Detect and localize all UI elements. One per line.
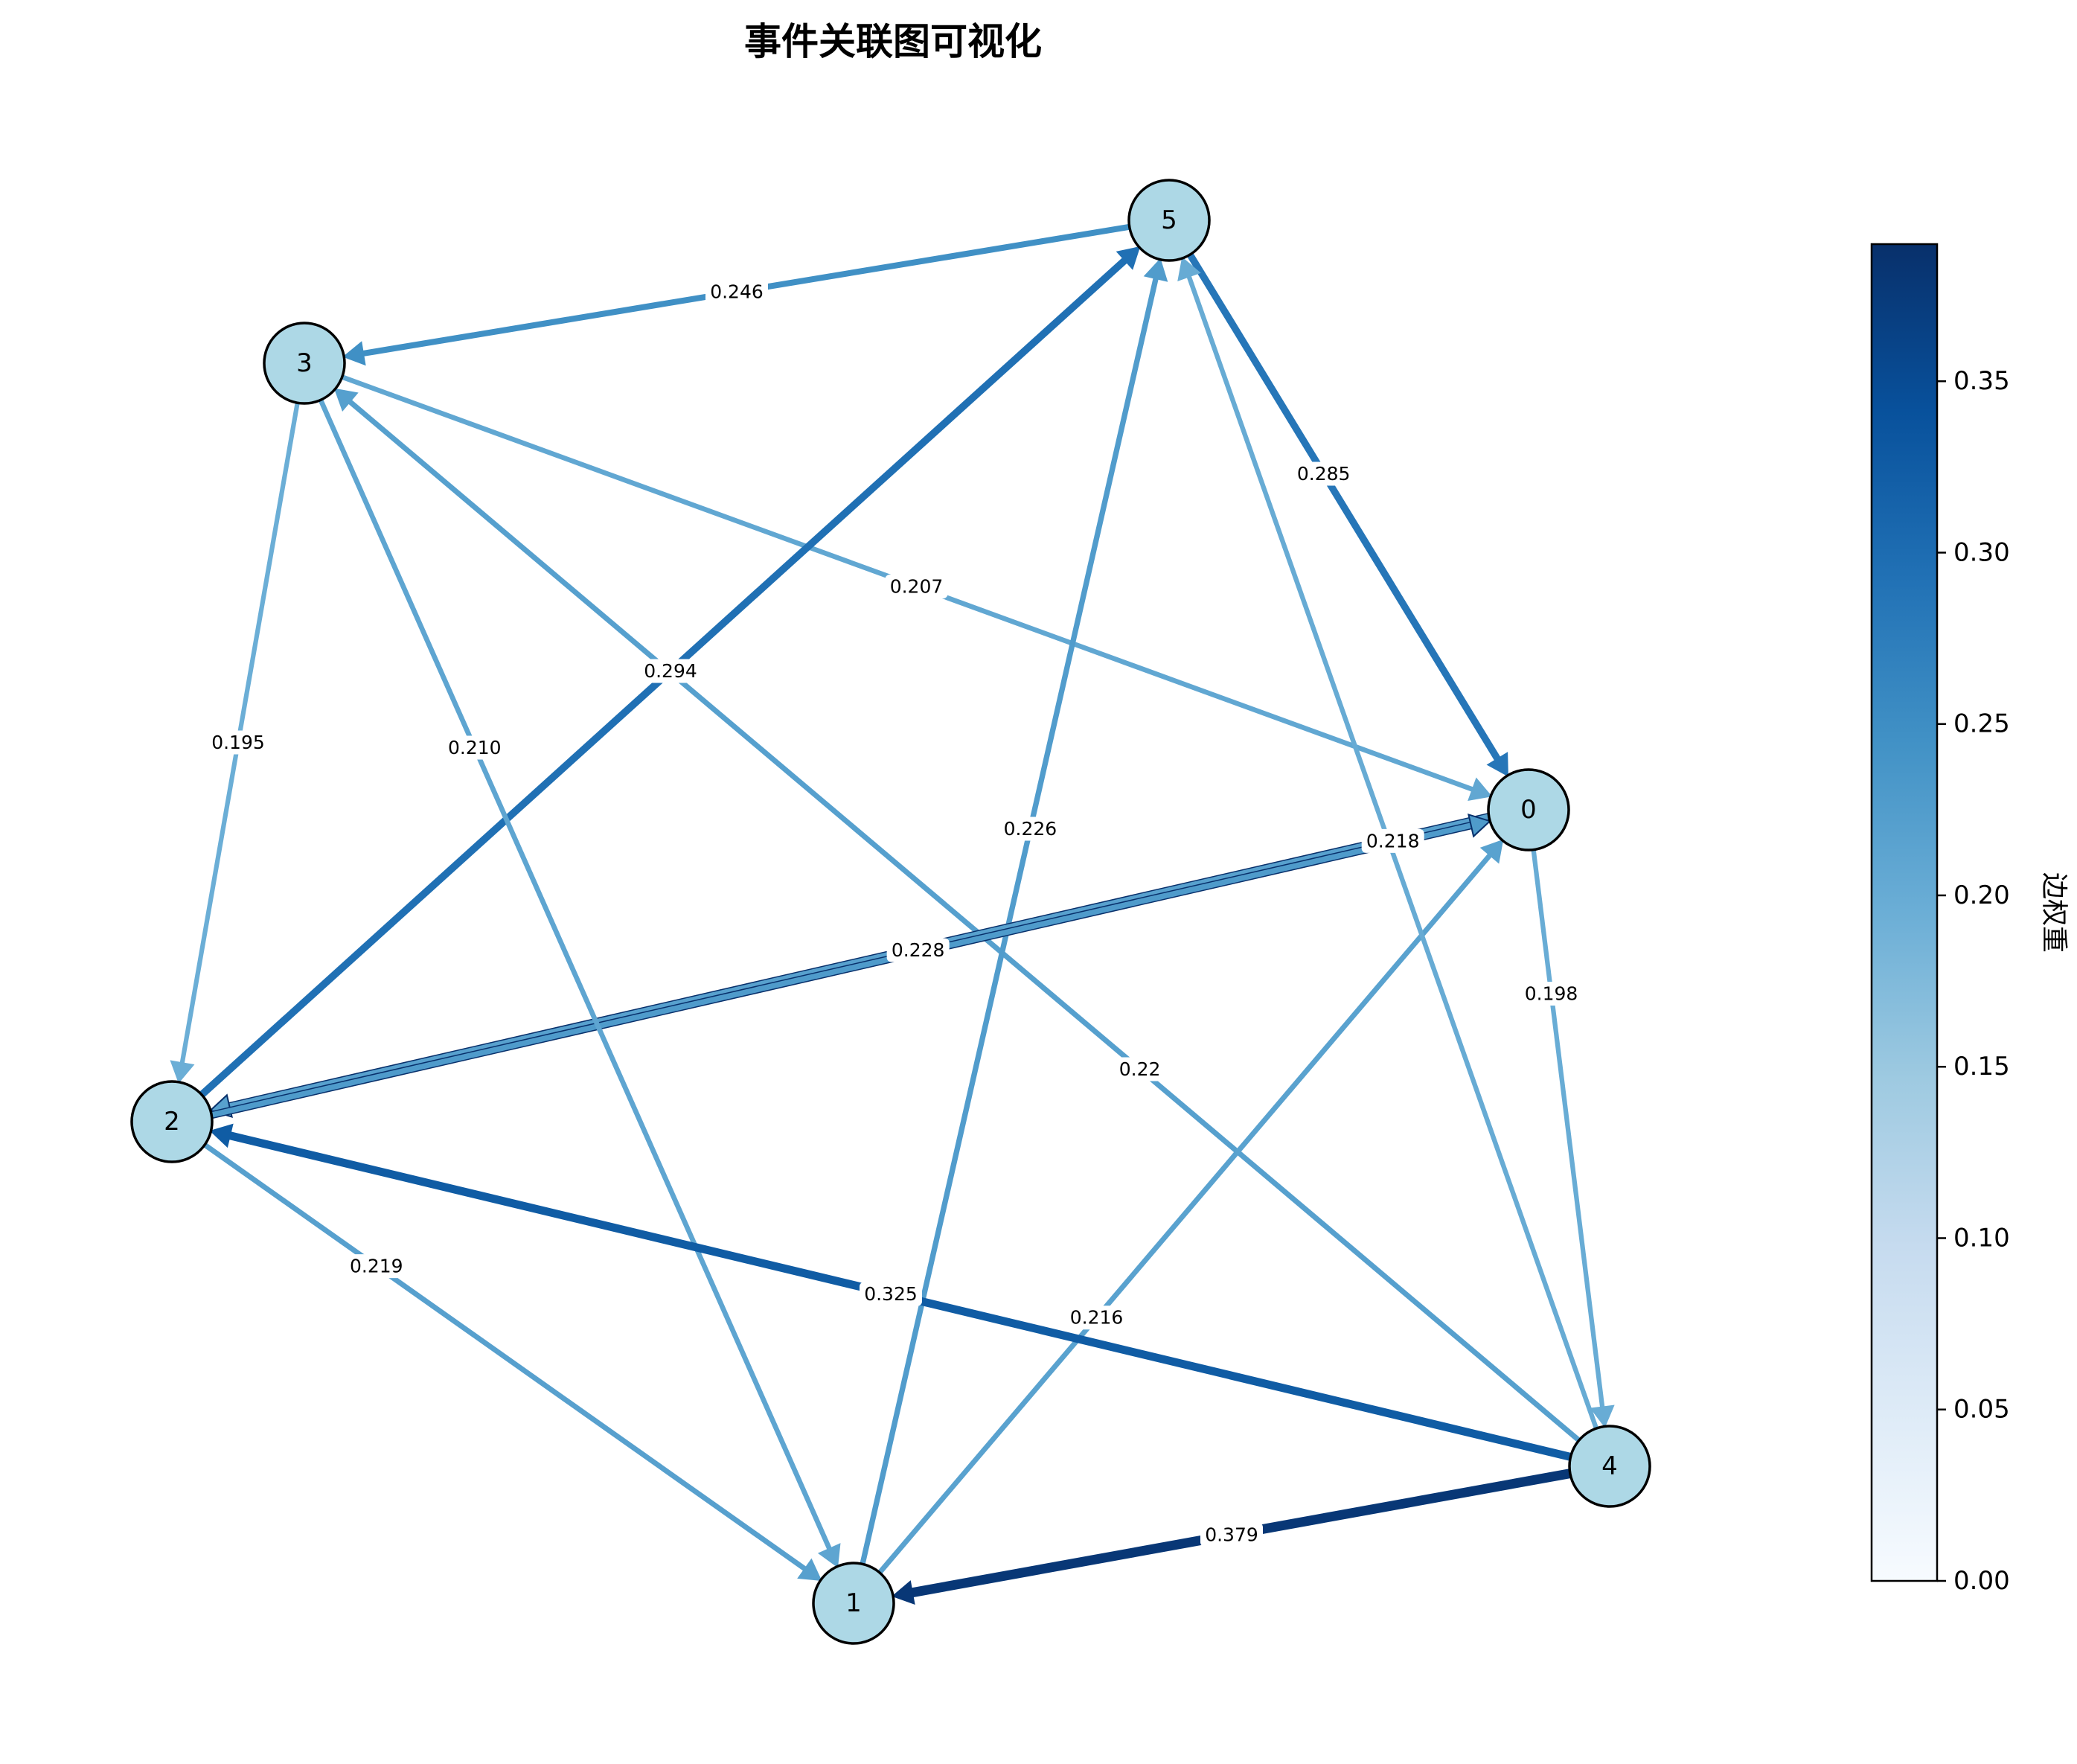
node-1: 1	[812, 1562, 895, 1645]
node-label: 4	[1601, 1451, 1618, 1481]
edge-label-0-4: 0.198	[1520, 981, 1583, 1006]
colorbar-label: 边权重	[2039, 872, 2070, 953]
node-label: 5	[1161, 205, 1177, 235]
edge-2-0	[211, 813, 1492, 1119]
edge-arrowhead	[1590, 1405, 1615, 1428]
edge-weight-label: 0.226	[1004, 818, 1057, 840]
edge-0-4	[1531, 849, 1615, 1428]
edge-label-4-1: 0.379	[1200, 1523, 1263, 1547]
edge-arrowhead	[333, 388, 359, 412]
node-circle	[1487, 768, 1570, 851]
edge-weight-label: 0.210	[448, 737, 502, 758]
edge-4-3	[333, 388, 1581, 1442]
colorbar-tick-label: 0.35	[1953, 366, 2010, 396]
colorbar-tick-label: 0.25	[1953, 709, 2010, 739]
edge-arrowhead	[1177, 257, 1201, 281]
colorbar-tick-label: 0.05	[1953, 1395, 2010, 1425]
node-3: 3	[263, 322, 346, 405]
edge-label-4-3: 0.22	[1113, 1057, 1166, 1081]
edge-weight-label: 0.207	[890, 576, 944, 598]
colorbar-tick-label: 0.20	[1953, 881, 2010, 910]
edge-label-1-0: 0.216	[1065, 1306, 1128, 1330]
edge-weight-label: 0.228	[892, 939, 945, 961]
edge-weight-label: 0.285	[1297, 463, 1351, 485]
colorbar-tick: 0.35	[1937, 366, 2010, 396]
colorbar-tick: 0.10	[1937, 1223, 2010, 1253]
edge-label-2-0: 0.228	[886, 938, 950, 962]
edge-weight-label: 0.325	[864, 1283, 918, 1305]
node-label: 3	[296, 348, 313, 378]
node-circle	[130, 1080, 214, 1163]
edges-layer	[170, 223, 1615, 1605]
edge-arrowhead	[1116, 246, 1141, 270]
edge-arrowhead	[1468, 777, 1493, 801]
edge-weight-label: 0.198	[1525, 982, 1578, 1004]
nodes-layer: 0 1 2 3 4 5	[130, 179, 1651, 1645]
node-circle	[263, 322, 346, 405]
colorbar: 0.00 0.05 0.10 0.15 0.20 0.25 0.30 0.35 边权重	[1870, 243, 2070, 1596]
edge-weight-label: 0.195	[211, 732, 265, 753]
node-label: 2	[164, 1107, 180, 1137]
colorbar-tick: 0.15	[1937, 1052, 2010, 1081]
colorbar-tick-label: 0.30	[1953, 537, 2010, 567]
node-5: 5	[1127, 179, 1211, 262]
edge-label-5-3: 0.246	[705, 280, 768, 304]
colorbar-ticks: 0.00 0.05 0.10 0.15 0.20 0.25 0.30 0.35	[1937, 366, 2010, 1596]
node-label: 0	[1520, 795, 1537, 825]
edge-arrowhead	[1486, 752, 1508, 777]
edge-label-4-2: 0.325	[860, 1282, 922, 1306]
edge-label-2-1: 0.219	[345, 1254, 408, 1279]
edge-5-0	[1187, 252, 1508, 777]
edge-arrowhead	[797, 1558, 822, 1582]
colorbar-tick-label: 0.00	[1953, 1566, 2010, 1596]
colorbar-gradient	[1870, 243, 1939, 1582]
colorbar-tick-label: 0.15	[1953, 1052, 2010, 1081]
colorbar-tick-label: 0.10	[1953, 1223, 2010, 1253]
edge-label-0-2: 0.218	[1361, 828, 1424, 853]
colorbar-tick: 0.25	[1937, 709, 2010, 739]
colorbar-tick: 0.05	[1937, 1395, 2010, 1425]
edge-arrowhead	[1468, 813, 1492, 838]
edge-arrowhead	[1143, 258, 1168, 282]
edge-label-2-5: 0.294	[639, 659, 702, 683]
edge-2-1	[203, 1143, 822, 1582]
edge-weight-label: 0.246	[710, 281, 764, 303]
figure-title: 事件关联图可视化	[744, 20, 1042, 63]
edge-weight-label: 0.216	[1070, 1307, 1124, 1329]
edge-3-1	[318, 399, 841, 1568]
edge-1-0	[877, 839, 1504, 1575]
edge-labels-layer: 0.246 0.285 0.207 0.294 0.195 0.22 0.226 0.218 0…	[207, 280, 1583, 1547]
node-4: 4	[1568, 1425, 1651, 1508]
node-label: 1	[845, 1588, 862, 1618]
node-2: 2	[130, 1080, 214, 1163]
edge-arrowhead	[817, 1543, 841, 1568]
edge-weight-label: 0.294	[644, 660, 697, 682]
edge-arrowhead	[170, 1060, 195, 1084]
node-circle	[1568, 1425, 1651, 1508]
node-circle	[812, 1562, 895, 1645]
colorbar-tick: 0.30	[1937, 537, 2010, 567]
edge-1-5	[860, 258, 1168, 1565]
edge-weight-label: 0.219	[350, 1256, 403, 1277]
edge-arrowhead	[342, 341, 366, 366]
edge-weight-label: 0.218	[1366, 830, 1420, 851]
edge-arrowhead	[892, 1580, 915, 1605]
edge-weight-label: 0.22	[1119, 1058, 1161, 1080]
colorbar-tick: 0.00	[1937, 1566, 2010, 1596]
edge-arrowhead	[209, 1123, 234, 1148]
edge-label-5-0: 0.285	[1292, 461, 1355, 486]
colorbar-tick: 0.20	[1937, 881, 2010, 910]
node-0: 0	[1487, 768, 1570, 851]
edge-label-3-0: 0.207	[885, 575, 948, 598]
edge-arrowhead	[1479, 839, 1504, 864]
edge-label-3-2: 0.195	[207, 730, 269, 755]
edge-label-1-5: 0.226	[999, 817, 1062, 841]
edge-weight-label: 0.379	[1205, 1524, 1258, 1546]
node-circle	[1127, 179, 1211, 262]
edge-label-3-1: 0.210	[443, 735, 506, 760]
